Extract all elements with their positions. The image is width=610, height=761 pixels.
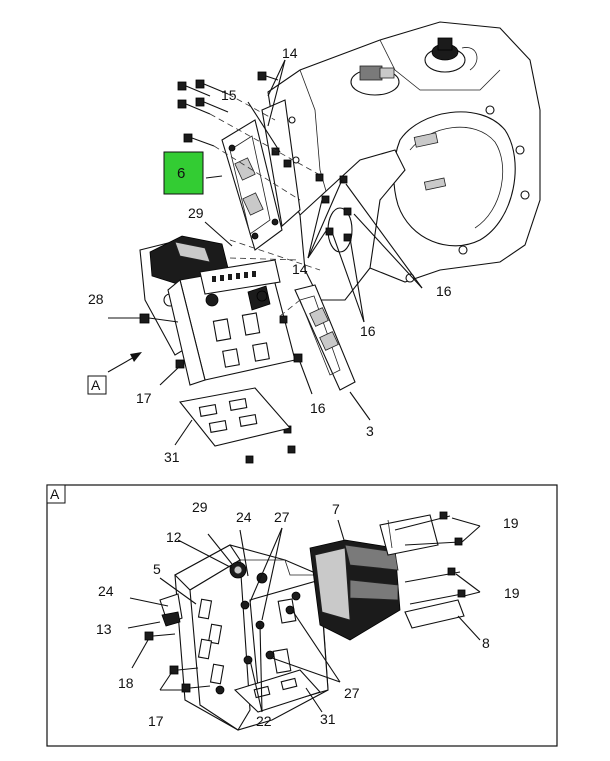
leaders-detail (127, 517, 481, 713)
detail-callout-31: 31 (320, 711, 336, 727)
detail-callout-7: 7 (332, 501, 340, 517)
detail-callout-27-low: 27 (344, 685, 360, 701)
view-a-arrow (107, 352, 142, 373)
leaders-upper (108, 59, 423, 446)
bolts-upper (177, 71, 292, 168)
callout-28: 28 (88, 291, 104, 307)
detail-tag: A (50, 486, 60, 502)
battery-box (139, 235, 296, 386)
tray (179, 387, 292, 447)
detail-callout-27-top: 27 (274, 509, 290, 525)
detail-callout-22: 22 (256, 713, 272, 729)
highlight-callout-box (163, 151, 204, 195)
strap-upper (379, 514, 439, 556)
detail-frame (46, 484, 558, 747)
callout-16-mid: 16 (360, 323, 376, 339)
detail-callout-18: 18 (118, 675, 134, 691)
detail-hardware (144, 561, 301, 695)
detail-callout-19-low: 19 (504, 585, 520, 601)
callout-3: 3 (366, 423, 374, 439)
svg-text:A: A (91, 377, 101, 393)
strap-lower (404, 599, 465, 629)
callout-6: 6 (177, 165, 185, 182)
detail-view-a: A (46, 484, 558, 747)
view-a-tag: A (87, 375, 107, 395)
detail-callout-5: 5 (153, 561, 161, 577)
detail-motor (309, 539, 401, 641)
detail-callout-12: 12 (166, 529, 182, 545)
callout-14-top: 14 (282, 45, 298, 61)
detail-callout-8: 8 (482, 635, 490, 651)
detail-callout-17: 17 (148, 713, 164, 729)
callout-31: 31 (164, 449, 180, 465)
filler-cap (424, 37, 478, 73)
callout-15: 15 (221, 87, 237, 103)
detail-callout-24-top: 24 (236, 509, 252, 525)
callouts-upper: 14 15 6 29 14 16 28 16 17 16 3 31 (88, 45, 452, 465)
frame-arm (299, 149, 406, 301)
detail-callout-13: 13 (96, 621, 112, 637)
detail-callout-29: 29 (192, 499, 208, 515)
detail-callout-19-top: 19 (503, 515, 519, 531)
isolator-plate (221, 119, 283, 251)
detail-callout-24-left: 24 (98, 583, 114, 599)
callout-14-mid: 14 (292, 261, 308, 277)
callouts-detail: 29 24 27 7 12 19 5 24 19 13 8 18 27 17 2… (96, 499, 520, 729)
callout-17: 17 (136, 390, 152, 406)
callout-29: 29 (188, 205, 204, 221)
isolator-mount (294, 284, 356, 391)
callout-16-low: 16 (310, 400, 326, 416)
sender-unit (350, 65, 400, 96)
callout-16-right: 16 (436, 283, 452, 299)
main-assembly (107, 21, 541, 464)
frame-cutout (393, 111, 516, 247)
